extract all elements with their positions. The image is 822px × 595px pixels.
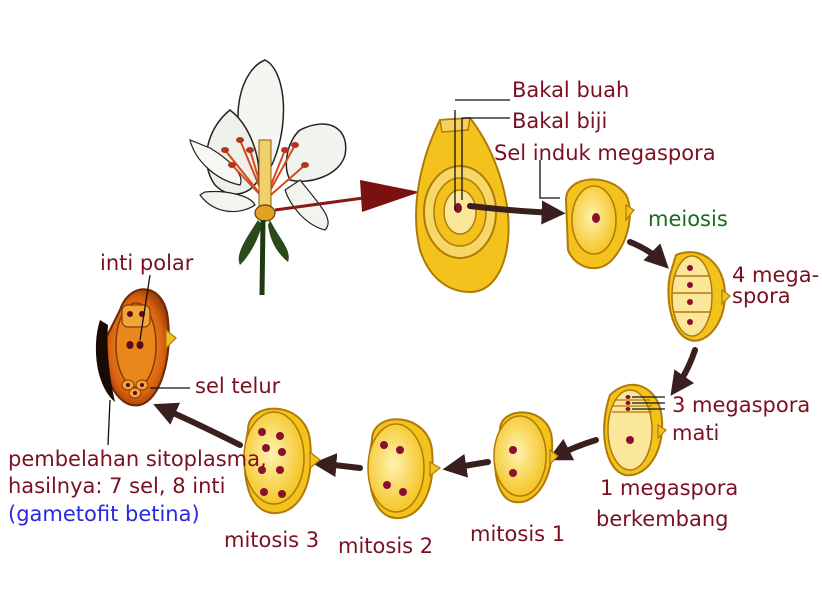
arrow-ovary-to-cell [467, 200, 566, 225]
flower-illustration [189, 59, 347, 296]
arrow-to-three-dead [670, 347, 698, 396]
arrow-to-mitosis-1 [547, 437, 599, 461]
label-sel-telur: sel telur [195, 374, 281, 398]
ovule-pointer-lines [539, 160, 560, 199]
mitosis-3-cell [243, 407, 321, 515]
ovary-illustration [415, 99, 510, 294]
mitosis-1-cell [493, 411, 559, 504]
arrow-to-four-megaspores [627, 239, 669, 269]
embryo-sac-cell [95, 288, 177, 407]
label-1-megaspora-line1: 1 megaspora [600, 476, 738, 500]
label-3-megaspora-line2: mati [672, 421, 719, 445]
label-sel-induk-megaspora: Sel induk megaspora [494, 141, 716, 165]
label-mitosis-1: mitosis 1 [470, 522, 565, 546]
label-gametofit-betina: (gametofit betina) [8, 502, 200, 526]
four-megaspores-cell [667, 251, 731, 342]
label-pembelahan-line2: hasilnya: 7 sel, 8 inti [8, 474, 225, 498]
arrow-to-embryo-sac [153, 402, 243, 448]
label-bakal-buah: Bakal buah [512, 78, 629, 102]
arrow-flower-to-ovary [274, 180, 420, 212]
megaspore-mother-cell [564, 178, 635, 270]
embryo-sac-pointers [107, 274, 190, 446]
arrow-to-mitosis-3 [312, 453, 363, 478]
three-dead-megaspores-cell [603, 383, 667, 477]
label-inti-polar: inti polar [100, 251, 194, 275]
label-mitosis-3: mitosis 3 [224, 528, 319, 552]
label-3-megaspora-line1: 3 megaspora [672, 393, 810, 417]
label-mitosis-2: mitosis 2 [338, 534, 433, 558]
label-4-mega-line1: 4 mega- [732, 263, 819, 287]
arrow-to-mitosis-2 [442, 453, 491, 478]
label-1-megaspora-line2: berkembang [596, 507, 729, 531]
label-pembelahan-line1: pembelahan sitoplasma, [8, 447, 267, 471]
label-4-mega-line2: spora [732, 284, 791, 308]
label-bakal-biji: Bakal biji [512, 109, 607, 133]
label-meiosis: meiosis [648, 207, 728, 231]
mitosis-2-cell [367, 418, 442, 520]
